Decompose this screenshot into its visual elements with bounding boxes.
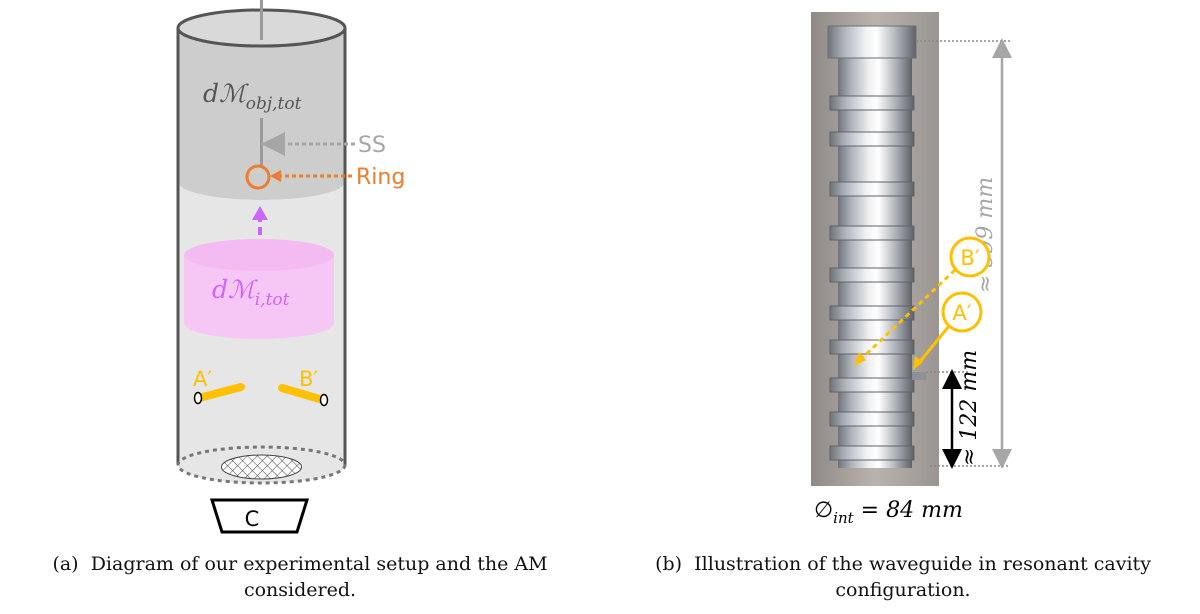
diameter-label: ∅int = 84 mm <box>814 498 963 527</box>
caption-b-tag: (b) <box>655 553 683 575</box>
antenna-a-callout-label: A′ <box>952 301 971 325</box>
waveguide-flanges <box>829 95 915 461</box>
object-mass-label: dℳobj,tot <box>203 79 302 114</box>
caption-a: (a) Diagram of our experimental setup an… <box>0 551 600 603</box>
ring <box>245 164 271 190</box>
camera <box>209 498 310 534</box>
antenna-a <box>195 383 245 402</box>
antenna-b <box>278 384 327 404</box>
interacting-mass-disc <box>184 255 334 339</box>
antenna-a-label: A′ <box>193 367 212 391</box>
caption-a-line2: considered. <box>243 579 357 601</box>
ring-label: Ring <box>356 165 405 190</box>
caption-b-line2: configuration. <box>835 579 971 601</box>
caption-a-line1: Diagram of our experimental setup and th… <box>90 553 548 575</box>
caption-b-line1: Illustration of the waveguide in resonan… <box>694 553 1151 575</box>
antenna-b-callout-label: B′ <box>960 246 979 270</box>
panel-b-waveguide-photo: ≈ 599 mm ≈ 122 mm B′ A′ ∅int = 84 mm <box>811 12 1012 527</box>
waveguide-cylinder <box>838 40 912 468</box>
caption-b: (b) Illustration of the waveguide in res… <box>606 551 1200 603</box>
mesh-grid <box>221 454 302 480</box>
caption-a-tag: (a) <box>52 553 79 575</box>
interacting-mass-label: dℳi,tot <box>212 275 290 310</box>
antenna-a-callout <box>941 291 983 333</box>
antenna-b-label: B′ <box>299 367 318 391</box>
cylinder-bottom-dashed <box>176 445 347 485</box>
object-mass-region <box>178 28 345 201</box>
antenna-b-callout <box>949 236 991 278</box>
panel-a-setup-diagram: dℳobj,tot SS Ring dℳi,tot A′ B′ C <box>176 0 405 534</box>
ss-label: SS <box>358 133 386 158</box>
antenna-height-label: ≈ 122 mm <box>957 350 982 466</box>
camera-label: C <box>245 507 260 531</box>
